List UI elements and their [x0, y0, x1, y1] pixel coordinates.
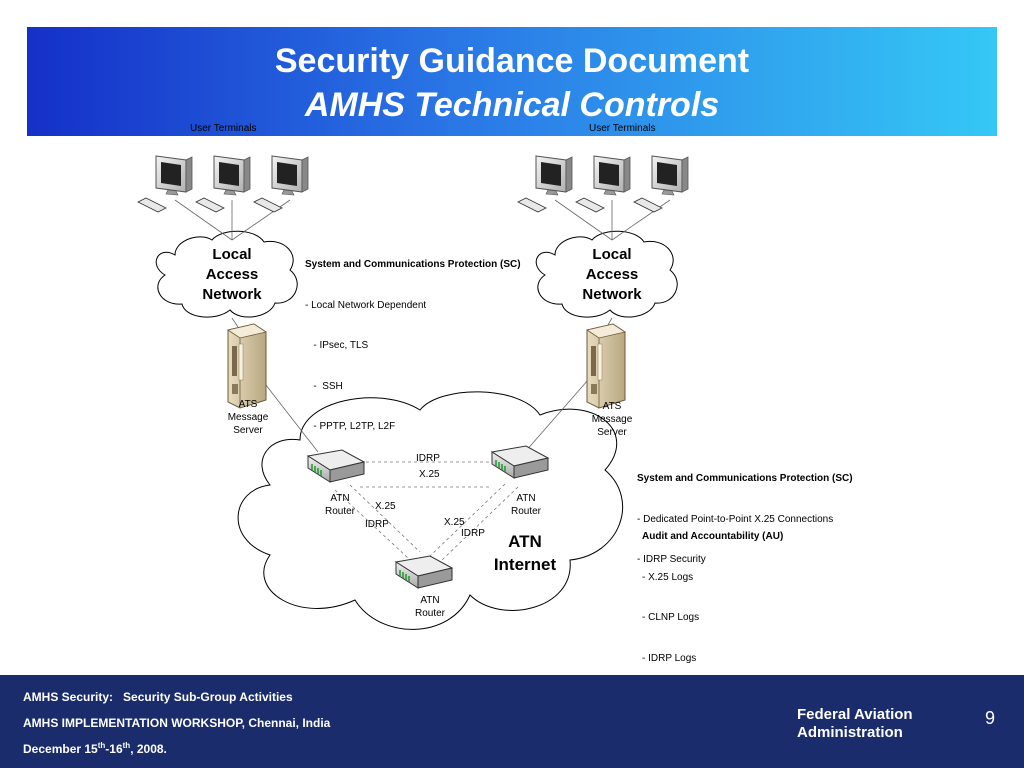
- slide-title: Security Guidance Document: [274, 42, 750, 80]
- user-terminals-label-left: User Terminals: [190, 123, 257, 134]
- terminal-icon: [575, 155, 631, 213]
- link-label-x25-right: X.25: [444, 517, 465, 528]
- footer-line-1: AMHS Security: Security Sub-Group Activi…: [23, 690, 293, 704]
- page-number: 9: [985, 708, 996, 728]
- link-label-idrp-top: IDRP: [416, 453, 440, 464]
- link-label-idrp-left: IDRP: [365, 519, 389, 530]
- server-icon: [227, 323, 267, 409]
- terminal-icon: [195, 155, 251, 213]
- server-icon: [586, 323, 626, 409]
- user-terminals-label-right: User Terminals: [589, 123, 656, 134]
- link-label-idrp-right: IDRP: [461, 528, 485, 539]
- footer-line-3: December 15th-16th, 2008.: [23, 741, 167, 756]
- footer-line-2: AMHS IMPLEMENTATION WORKSHOP, Chennai, I…: [23, 716, 331, 730]
- link-label-x25-left: X.25: [375, 501, 396, 512]
- lan-cloud-left: [155, 230, 298, 318]
- terminal-icon: [137, 155, 193, 213]
- footer-bar: [0, 675, 1024, 768]
- slide-subtitle: AMHS Technical Controls: [304, 86, 720, 124]
- note-au: Audit and Accountability (AU) - X.25 Log…: [642, 531, 784, 664]
- terminal-icon: [517, 155, 573, 213]
- note-sc-local: System and Communications Protection (SC…: [305, 259, 521, 432]
- title-banner: [27, 27, 997, 136]
- note-sc-atn: System and Communications Protection (SC…: [637, 473, 853, 565]
- terminal-icon: [253, 155, 309, 213]
- terminal-icon: [633, 155, 689, 213]
- link-label-x25-top: X.25: [419, 469, 440, 480]
- faa-name: Federal Aviation Administration: [797, 706, 913, 741]
- lan-cloud-right: [535, 230, 678, 318]
